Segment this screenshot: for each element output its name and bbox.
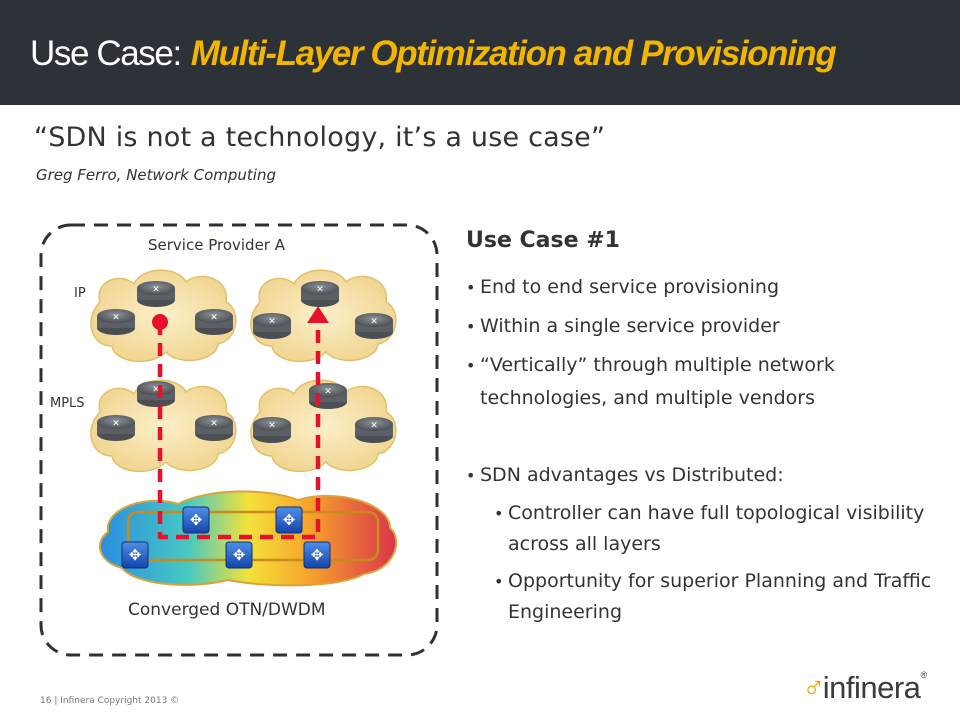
svg-text:✕: ✕ xyxy=(370,317,378,327)
svg-text:✕: ✕ xyxy=(210,313,218,323)
sub-bullet-item: Opportunity for superior Planning and Tr… xyxy=(494,566,946,628)
svg-text:✥: ✥ xyxy=(129,546,142,564)
svg-text:✕: ✕ xyxy=(152,285,160,295)
router-icon: ✕ xyxy=(355,417,393,443)
path-start-dot xyxy=(152,314,168,330)
svg-text:✕: ✕ xyxy=(268,317,276,327)
svg-text:✕: ✕ xyxy=(112,313,120,323)
advantages-heading: SDN advantages vs Distributed: xyxy=(466,459,946,492)
router-icon: ✕ xyxy=(137,381,175,407)
svg-text:✕: ✕ xyxy=(112,419,120,429)
optical-switch-icon: ✥ xyxy=(121,541,149,569)
provider-boundary xyxy=(39,223,439,657)
svg-text:✕: ✕ xyxy=(268,421,276,431)
infinera-logo: ♂infinera® xyxy=(800,670,927,706)
svg-text:✕: ✕ xyxy=(210,419,218,429)
title-subtitle: Multi-Layer Optimization and Provisionin… xyxy=(190,34,837,73)
logo-text: infinera xyxy=(822,670,921,705)
svg-text:✕: ✕ xyxy=(316,285,324,295)
quote-attribution: Greg Ferro, Network Computing xyxy=(36,166,276,184)
quote-text: “SDN is not a technology, it’s a use cas… xyxy=(34,122,606,153)
router-icon: ✕ xyxy=(253,417,291,443)
ip-layer-label: IP xyxy=(74,286,86,301)
optical-switch-icon: ✥ xyxy=(275,506,303,534)
network-diagram: ✕ ✕ ✕ ✕ ✕ ✕ ✕ ✕ ✕ ✕ ✕ ✕ ✥ ✥ ✥ ✥ ✥ Servic… xyxy=(38,222,440,658)
router-icon: ✕ xyxy=(137,281,175,307)
use-case-title: Use Case #1 xyxy=(466,228,620,253)
mpls-layer-label: MPLS xyxy=(50,396,85,411)
svg-text:✥: ✥ xyxy=(190,511,203,529)
router-icon: ✕ xyxy=(309,383,347,409)
optical-switch-icon: ✥ xyxy=(182,506,210,534)
router-icon: ✕ xyxy=(355,313,393,339)
logo-mark-icon: ♂ xyxy=(800,670,823,705)
svg-text:✥: ✥ xyxy=(283,511,296,529)
svg-text:✥: ✥ xyxy=(311,546,324,564)
sub-bullet-item: Controller can have full topological vis… xyxy=(494,498,946,560)
use-case-panel: Use Case #1 End to end service provision… xyxy=(466,228,946,634)
bullet-item: End to end service provisioning xyxy=(466,271,946,304)
router-icon: ✕ xyxy=(195,415,233,441)
svg-text:✕: ✕ xyxy=(324,387,332,397)
router-icon: ✕ xyxy=(97,415,135,441)
spacer xyxy=(466,421,946,459)
svg-text:✥: ✥ xyxy=(233,546,246,564)
logo-registered: ® xyxy=(920,670,927,680)
router-icon: ✕ xyxy=(97,309,135,335)
optical-switch-icon: ✥ xyxy=(303,541,331,569)
title-bar: Use Case:Multi-Layer Optimization and Pr… xyxy=(0,0,960,105)
provider-label: Service Provider A xyxy=(148,236,285,254)
svg-text:✕: ✕ xyxy=(152,385,160,395)
mpls-cloud-right xyxy=(250,379,397,473)
provisioning-path xyxy=(152,306,329,540)
page-title: Use Case:Multi-Layer Optimization and Pr… xyxy=(30,34,837,74)
footer-copyright: 16 | Infinera Copyright 2013 © xyxy=(40,696,180,706)
router-icon: ✕ xyxy=(253,313,291,339)
title-main: Use Case: xyxy=(30,34,182,73)
optical-switch-icon: ✥ xyxy=(225,541,253,569)
router-icon: ✕ xyxy=(195,309,233,335)
path-end-arrow xyxy=(307,306,329,323)
svg-text:✕: ✕ xyxy=(370,421,378,431)
router-icon: ✕ xyxy=(301,281,339,307)
bullet-item: Within a single service provider xyxy=(466,310,946,343)
diagram-canvas: ✕ ✕ ✕ ✕ ✕ ✕ ✕ ✕ ✕ ✕ ✕ ✕ ✥ ✥ ✥ ✥ ✥ xyxy=(39,223,439,657)
optical-layer-label: Converged OTN/DWDM xyxy=(128,600,326,620)
bullet-item: “Vertically” through multiple network te… xyxy=(466,349,946,415)
